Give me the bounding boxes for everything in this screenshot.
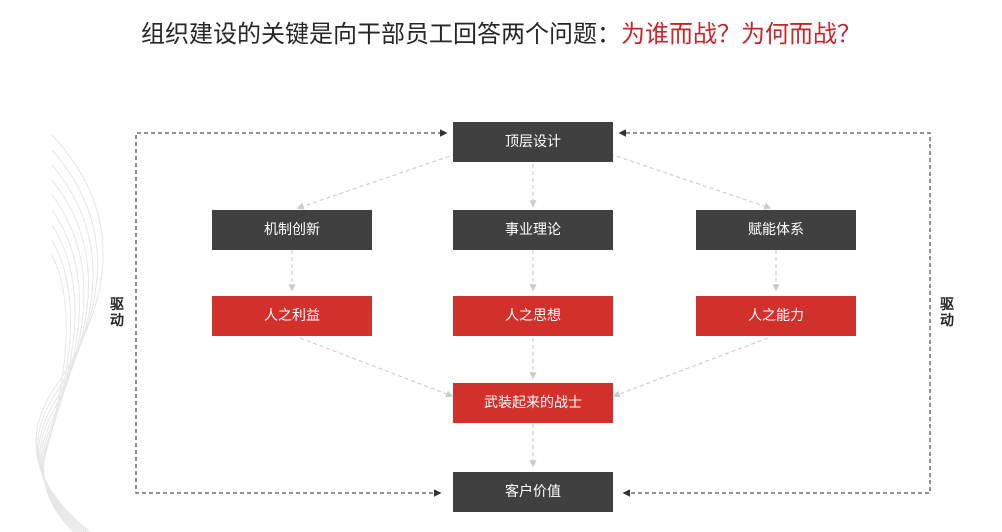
box-top-design: 顶层设计: [453, 122, 613, 162]
box-armed-warrior: 武装起来的战士: [453, 383, 613, 423]
link-need-3-to-warrior: [612, 337, 769, 398]
title-main: 组织建设的关键是向干部员工回答两个问题：: [141, 20, 621, 48]
box-customer-value: 客户价值: [453, 472, 613, 512]
page-title: 组织建设的关键是向干部员工回答两个问题：为谁而战？为何而战？: [0, 14, 1002, 49]
feedback-loop-right: [618, 129, 931, 497]
box-human-interest: 人之利益: [212, 296, 372, 336]
link-top-to-mechanism-3: [609, 153, 772, 210]
box-human-ability: 人之能力: [696, 296, 856, 336]
link-need-1-to-warrior: [299, 337, 454, 398]
link-top-to-mechanism-1: [296, 153, 457, 210]
label-drive-left: 驱动: [110, 297, 124, 329]
box-mechanism-innovation: 机制创新: [212, 210, 372, 250]
box-empowerment-system: 赋能体系: [696, 210, 856, 250]
label-drive-right: 驱动: [940, 297, 954, 329]
box-human-thought: 人之思想: [453, 296, 613, 336]
feedback-loop-left: [135, 129, 448, 497]
box-business-theory: 事业理论: [453, 210, 613, 250]
title-highlight: 为谁而战？为何而战？: [621, 20, 861, 48]
